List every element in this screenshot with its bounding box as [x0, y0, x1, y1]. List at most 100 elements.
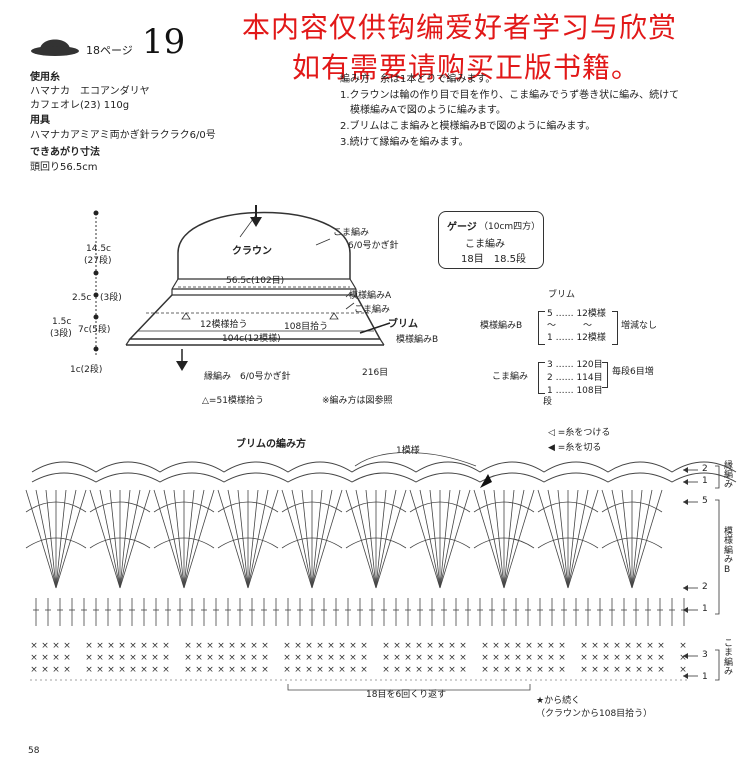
- sc-stitch: ×: [151, 665, 159, 675]
- page-reference: 18ページ: [86, 44, 133, 57]
- section-sc: こま編み: [724, 639, 734, 678]
- fan-stitch: [567, 489, 599, 589]
- sc-stitch: ×: [415, 641, 423, 651]
- sc-stitch: ×: [250, 641, 258, 651]
- instruction-step: 3.続けて縁編みを編みます。: [340, 137, 469, 148]
- sc-stitch: ×: [96, 665, 104, 675]
- dim-1-5: 1.5c: [52, 317, 72, 327]
- fan-stitch: [537, 489, 569, 589]
- sc-stitch: ×: [393, 665, 401, 675]
- sc-stitch: ×: [657, 653, 665, 663]
- sc-stitch: ×: [404, 653, 412, 663]
- sc-stitch: ×: [393, 641, 401, 651]
- chain-arc: [473, 537, 535, 549]
- fan-stitch: [55, 489, 87, 589]
- crochet-chart: ××××××××××××××××××××××××××××××××××××××××…: [25, 452, 737, 691]
- sc-stitch: ×: [140, 641, 148, 651]
- sc-stitch: ×: [492, 641, 500, 651]
- sc-stitch: ×: [624, 653, 632, 663]
- fan-stitch: [345, 489, 377, 589]
- sc-stitch: ×: [437, 665, 445, 675]
- sc-stitch: ×: [360, 665, 368, 675]
- row-arrow-head: [683, 467, 688, 473]
- fan-stitch: [45, 489, 57, 589]
- sc-stitch: ×: [52, 641, 60, 651]
- fan-stitch: [25, 489, 57, 589]
- sc-stitch: ×: [52, 653, 60, 663]
- note-chart: ※編み方は図参照: [322, 396, 393, 406]
- sc-stitch: ×: [261, 665, 269, 675]
- sc-stitch: ×: [547, 641, 555, 651]
- watermark-line-2: 如有需要请购买正版书籍。: [292, 51, 641, 84]
- sc-stitch: ×: [316, 653, 324, 663]
- sc-stitch: ×: [327, 641, 335, 651]
- watermark-line-1: 本内容仅供钩编爱好者学习与欣赏: [242, 11, 678, 44]
- sc-row: 3 …… 120目: [547, 360, 603, 370]
- row-number: 5: [702, 496, 708, 506]
- sc-stitch: ×: [239, 641, 247, 651]
- fan-stitch: [429, 489, 441, 589]
- sc-stitch: ×: [217, 665, 225, 675]
- yarn-color: カフェオレ(23) 110g: [30, 100, 130, 111]
- chain-arc: [345, 537, 407, 549]
- section-edge: 縁編み: [724, 461, 734, 490]
- sc-stitch: ×: [63, 653, 71, 663]
- gauge-stitch: こま編み: [465, 239, 505, 250]
- sc-stitch: ×: [492, 653, 500, 663]
- row-arrow-head: [683, 499, 688, 505]
- row-arrow-head: [683, 479, 688, 485]
- fan-stitch: [247, 489, 259, 589]
- fan-stitch: [89, 489, 121, 589]
- sc-stitch: ×: [646, 641, 654, 651]
- sc-row: 2 …… 114目: [547, 373, 603, 383]
- brim-table-title: ブリム: [548, 290, 576, 300]
- sc-stitch: ×: [107, 641, 115, 651]
- edging-row-2: [31, 461, 737, 473]
- sc-stitch: ×: [580, 641, 588, 651]
- sc-stitch: ×: [261, 653, 269, 663]
- dim-3b: (3段): [50, 329, 72, 339]
- sc-stitch: ×: [536, 641, 544, 651]
- pattern-row: 5 …… 12模様: [547, 309, 606, 319]
- sc-stitch: ×: [349, 641, 357, 651]
- chain-arc: [89, 537, 151, 549]
- repeat-bracket: [287, 684, 531, 691]
- sc-stitch: ×: [426, 653, 434, 663]
- sc-stitch: ×: [602, 641, 610, 651]
- sc-stitch: ×: [536, 665, 544, 675]
- sc-stitch: ×: [404, 665, 412, 675]
- dim-1: 1c(2段): [70, 365, 103, 375]
- sc-stitch: ×: [382, 653, 390, 663]
- fan-stitch: [237, 489, 249, 589]
- sc-stitch: ×: [206, 641, 214, 651]
- crown-hook: 6/0号かぎ針: [348, 241, 399, 251]
- fan-stitch: [311, 489, 323, 589]
- repeat-arc: [354, 452, 477, 467]
- sc-stitch: ×: [514, 665, 522, 675]
- chain-arc: [153, 501, 215, 513]
- sc-stitch: ×: [140, 665, 148, 675]
- sc-stitch: ×: [536, 653, 544, 663]
- chain-arc: [601, 501, 663, 513]
- pattern-row: 〜 〜: [547, 321, 593, 331]
- sc-stitch: ×: [602, 653, 610, 663]
- fan-stitch: [119, 489, 131, 589]
- bracket-pattern: [715, 499, 720, 615]
- sc-stitch: ×: [305, 665, 313, 675]
- section-pattern: 模様編みB: [724, 527, 734, 575]
- sc-stitch: ×: [250, 665, 258, 675]
- fan-stitch: [601, 489, 633, 589]
- sc-stitch: ×: [41, 653, 49, 663]
- sc-stitch: ×: [415, 665, 423, 675]
- sc-stitch: ×: [613, 665, 621, 675]
- fan-stitch: [55, 489, 67, 589]
- sc-stitch: ×: [107, 665, 115, 675]
- chain-arc: [345, 501, 407, 513]
- sc-stitch: ×: [448, 653, 456, 663]
- hat-icon: [31, 39, 79, 56]
- dan-label: 段: [543, 397, 553, 407]
- dim-14-5: 14.5c: [86, 244, 111, 254]
- fan-stitch: [281, 489, 313, 589]
- sc-stitch: ×: [492, 665, 500, 675]
- bracket-sc: [715, 649, 720, 681]
